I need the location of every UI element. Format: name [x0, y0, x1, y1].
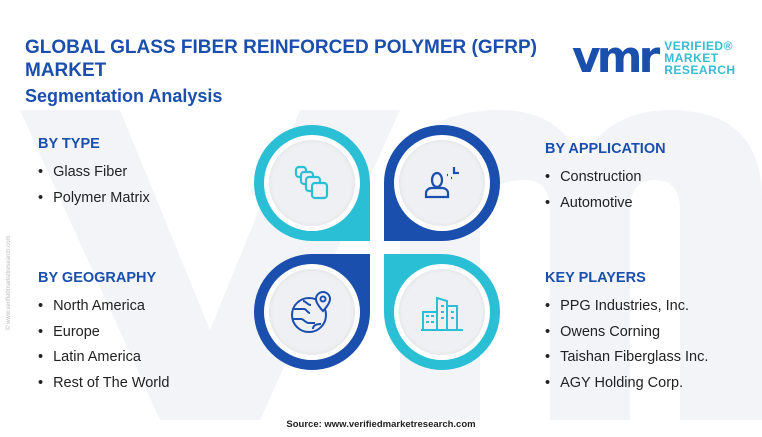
list-item: Automotive [545, 191, 666, 217]
list-item: Rest of The World [38, 371, 169, 397]
list-item: AGY Holding Corp. [545, 371, 708, 397]
section-heading: BY APPLICATION [545, 141, 666, 157]
list-item: PPG Industries, Inc. [545, 294, 708, 320]
geography-petal [254, 254, 370, 370]
list-item: Owens Corning [545, 320, 708, 346]
globe-location-icon [291, 290, 332, 333]
source-note: Source: www.verifiedmarketresearch.com [286, 419, 476, 430]
section-by-geography: BY GEOGRAPHY North America Europe Latin … [38, 270, 169, 396]
logo: vmr VERIFIED® MARKET RESEARCH [572, 32, 736, 83]
application-petal [384, 125, 500, 241]
section-key-players: KEY PLAYERS PPG Industries, Inc. Owens C… [545, 270, 708, 396]
list-item: Latin America [38, 345, 169, 371]
list-item: Europe [38, 320, 169, 346]
list-item: Polymer Matrix [38, 186, 150, 212]
page-subtitle: Segmentation Analysis [25, 86, 223, 106]
list-item: Glass Fiber [38, 160, 150, 186]
side-watermark: © www.verifiedmarketresearch.com [6, 235, 12, 330]
logo-line2: MARKET [664, 51, 719, 65]
user-icon [424, 167, 459, 199]
list-item: Construction [545, 165, 666, 191]
section-by-application: BY APPLICATION Construction Automotive [545, 141, 666, 216]
section-heading: BY TYPE [38, 136, 100, 152]
logo-line1: VERIFIED® [664, 39, 733, 53]
type-petal [254, 125, 370, 241]
list-item: Taishan Fiberglass Inc. [545, 345, 708, 371]
logo-line3: RESEARCH [664, 63, 736, 77]
section-by-type: BY TYPE Glass Fiber Polymer Matrix [38, 136, 150, 211]
buildings-icon [421, 296, 463, 331]
players-petal [384, 254, 500, 370]
page-title: GLOBAL GLASS FIBER REINFORCED POLYMER (G… [25, 37, 537, 81]
section-heading: BY GEOGRAPHY [38, 270, 157, 286]
layers-icon [294, 165, 329, 200]
list-item: North America [38, 294, 169, 320]
logo-mark: vmr [572, 32, 660, 83]
section-heading: KEY PLAYERS [545, 270, 646, 286]
